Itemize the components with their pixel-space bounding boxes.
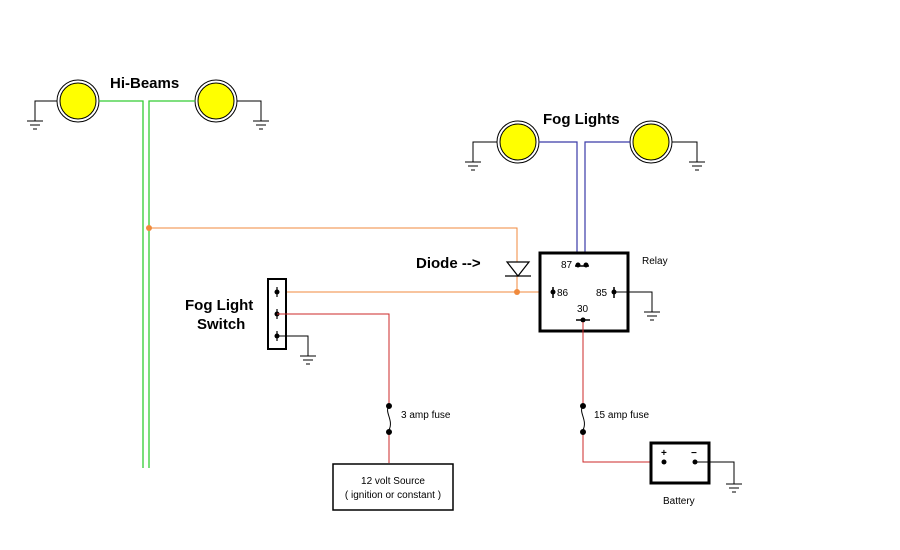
lamp-bulb-icon — [499, 123, 537, 161]
relay-label: Relay — [642, 256, 668, 267]
hi-beam-lamp-right — [194, 79, 238, 123]
hi-beam-wires — [99, 100, 195, 468]
source-label-line2: ( ignition or constant ) — [345, 490, 441, 501]
lamp-bulb-icon — [197, 82, 235, 120]
voltage-source-box — [332, 463, 454, 511]
fog-lamp-left — [496, 120, 540, 164]
power-wires — [277, 313, 651, 463]
hi-beams-label: Hi-Beams — [110, 75, 179, 92]
junction-dot — [146, 225, 152, 231]
fuse-15amp-icon — [580, 403, 586, 435]
hi-beam-right-ground — [237, 100, 269, 130]
fuse-15amp-label: 15 amp fuse — [594, 410, 649, 421]
fog-lights-label: Fog Lights — [543, 111, 620, 128]
battery-icon — [649, 441, 711, 485]
lamp-bulb-icon — [59, 82, 97, 120]
battery-ground — [695, 461, 742, 493]
fuse-3amp-label: 3 amp fuse — [401, 410, 451, 421]
battery-label: Battery — [663, 496, 695, 507]
switch-ground — [277, 335, 316, 365]
relay — [538, 251, 630, 333]
fog-lamp-right — [629, 120, 673, 164]
trigger-wires — [149, 227, 554, 293]
diode-label: Diode --> — [416, 255, 481, 272]
source-label-line1: 12 volt Source — [361, 476, 425, 487]
fog-left-ground — [465, 141, 497, 171]
pin-87-label: 87 — [561, 260, 573, 271]
lamp-bulb-icon — [632, 123, 670, 161]
pin-85-label: 85 — [596, 288, 608, 299]
junction-dot — [514, 289, 520, 295]
hi-beam-lamp-left — [56, 79, 100, 123]
pin-30-label: 30 — [577, 304, 589, 315]
fog-light-wires — [539, 141, 630, 265]
fuse-3amp-icon — [386, 403, 392, 435]
fog-light-switch-label-line1: Fog Light — [185, 297, 253, 314]
battery-minus-label: − — [691, 448, 697, 459]
fog-right-ground — [672, 141, 705, 171]
pin-86-label: 86 — [557, 288, 569, 299]
diode-icon — [505, 261, 531, 277]
fog-light-switch-label-line2: Switch — [197, 316, 245, 333]
hi-beam-left-ground — [27, 100, 57, 130]
battery-plus-label: + — [661, 448, 667, 459]
relay-ground — [614, 291, 660, 321]
